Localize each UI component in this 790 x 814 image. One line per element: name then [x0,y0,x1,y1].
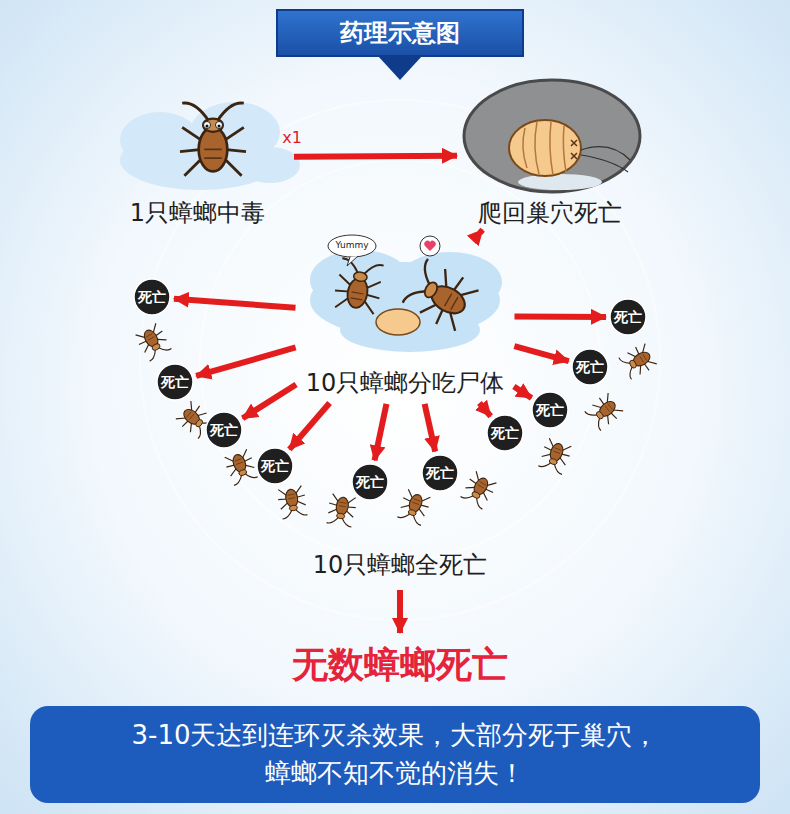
dead-roaches [134,322,658,527]
flow-arrow [479,403,490,416]
count-label: x1 [280,128,304,147]
feasting-roaches [328,235,480,335]
flow-arrow [480,230,483,233]
node-text: 死亡 [138,290,166,304]
death-badge: 死亡 [531,391,569,429]
node-text: 死亡 [614,310,642,324]
node-text: 死亡 [536,403,564,417]
cloud [310,250,502,352]
death-badge: 死亡 [133,278,171,316]
title: 药理示意图 [277,10,523,56]
flow-arrow [515,313,607,319]
node-text: 死亡 [356,475,384,489]
flow-arrow [294,156,457,157]
flow-arrow [243,385,296,419]
node-text: 1只蟑螂中毒 [130,200,265,228]
summary-panel: 3-10天达到连环灭杀效果，大部分死于巢穴， 蟑螂不知不觉的消失！ [30,706,760,803]
death-badge: 死亡 [205,411,243,449]
flow-arrow [289,403,329,449]
flow-arrow [514,346,568,361]
step-box: 爬回巢穴死亡 [460,80,640,230]
flow-arrow [397,590,403,633]
node-text: 死亡 [426,466,454,480]
node-text: 死亡 [491,426,519,440]
node-text: 死亡 [210,423,238,437]
title-banner [277,10,523,80]
death-badge: 死亡 [156,363,194,401]
death-badge: 死亡 [351,463,389,501]
flow-arrow [375,404,387,461]
node-text: 死亡 [161,375,189,389]
node-text: 3-10天达到连环灭杀效果，大部分死于巢穴， 蟑螂不知不觉的消失！ [125,717,665,792]
final-result: 无数蟑螂死亡 [260,636,540,694]
poisoned-roach [180,103,246,176]
death-badge: 死亡 [486,414,524,452]
cloud [120,102,300,190]
result-text: 10只蟑螂全死亡 [290,546,510,586]
speech-text: Yummy [327,240,377,250]
death-badge: 死亡 [609,298,647,336]
flow-arrow [174,299,296,308]
node-text: 10只蟑螂全死亡 [313,552,488,580]
node-text: 死亡 [261,459,289,473]
nest-rock [464,80,640,192]
step-box: 1只蟑螂中毒 [105,85,290,230]
flow-arrow [196,347,296,376]
node-text: 10只蟑螂分吃尸体 [306,370,505,398]
flow-arrow [425,404,436,452]
death-badge: 死亡 [571,348,609,386]
node-text: 无数蟑螂死亡 [292,643,508,686]
death-badge: 死亡 [256,447,294,485]
flow-arrow [514,387,532,398]
death-badge: 死亡 [421,454,459,492]
node-text: 爬回巢穴死亡 [478,200,622,228]
step-box: 10只蟑螂分吃尸体 [300,232,511,400]
node-text: 死亡 [576,360,604,374]
